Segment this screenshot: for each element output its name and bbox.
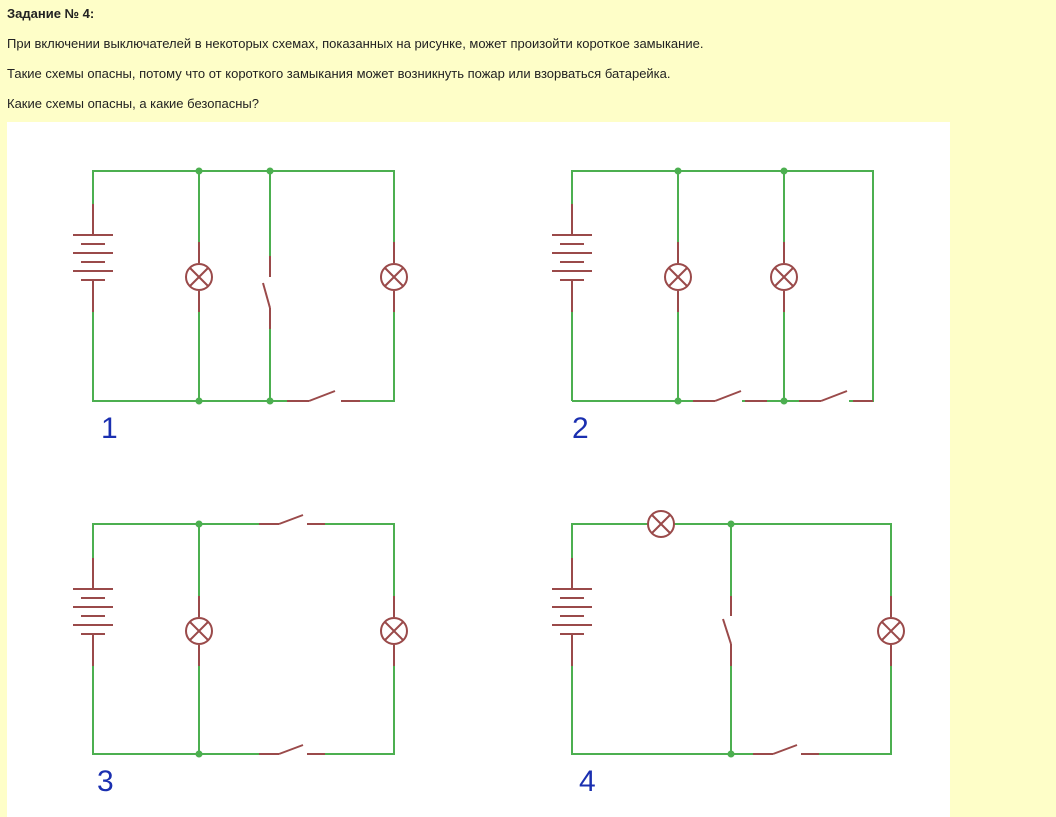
circuit-4: 4 xyxy=(552,510,905,798)
switch-icon xyxy=(722,596,732,666)
circuit-3: 3 xyxy=(73,514,408,798)
circuits-svg: 1 xyxy=(73,167,905,798)
circuits-panel: 1 xyxy=(7,122,950,817)
circuit-3-wires xyxy=(92,523,395,755)
lamp-icon xyxy=(770,242,798,312)
junction-nodes xyxy=(195,167,274,405)
circuit-3-label: 3 xyxy=(97,765,114,798)
lamp-icon xyxy=(185,596,213,666)
switch-icon xyxy=(799,390,873,402)
task-title: Задание № 4: xyxy=(7,6,95,21)
circuit-1: 1 xyxy=(73,167,408,445)
circuit-4-label: 4 xyxy=(579,765,596,798)
task-paragraph-1: При включении выключателей в некоторых с… xyxy=(7,36,704,51)
battery-icon xyxy=(552,558,592,666)
circuit-2-wires xyxy=(571,170,874,402)
circuit-1-label: 1 xyxy=(101,412,118,445)
task-paragraph-3: Какие схемы опасны, а какие безопасны? xyxy=(7,96,259,111)
switch-icon xyxy=(259,744,325,755)
circuit-4-wires xyxy=(571,523,892,755)
switch-icon xyxy=(753,744,819,755)
lamp-icon xyxy=(185,242,213,312)
lamp-icon xyxy=(664,242,692,312)
switch-icon xyxy=(693,390,767,402)
junction-nodes xyxy=(195,520,203,758)
battery-icon xyxy=(73,558,113,666)
circuit-2: 2 xyxy=(552,167,874,445)
junction-nodes xyxy=(727,520,735,758)
lamp-icon xyxy=(877,596,905,666)
junction-nodes xyxy=(674,167,788,405)
lamp-icon xyxy=(647,510,675,538)
battery-icon xyxy=(73,204,113,312)
switch-icon xyxy=(259,514,325,525)
battery-icon xyxy=(552,204,592,312)
task-paragraph-2: Такие схемы опасны, потому что от коротк… xyxy=(7,66,671,81)
lamp-icon xyxy=(380,596,408,666)
switch-icon xyxy=(262,256,271,329)
circuit-2-label: 2 xyxy=(572,412,589,445)
switch-icon xyxy=(287,390,360,402)
circuit-1-wires xyxy=(92,170,395,402)
lamp-icon xyxy=(380,242,408,312)
